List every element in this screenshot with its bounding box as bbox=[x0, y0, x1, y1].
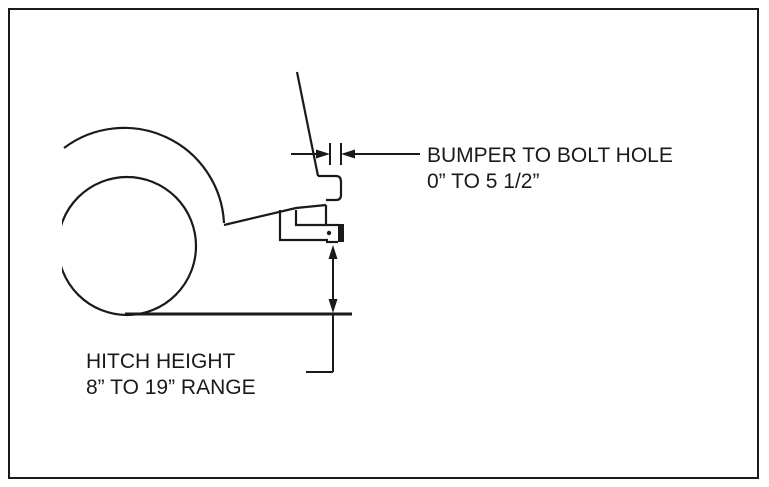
bumper-callout-line1: BUMPER TO BOLT HOLE bbox=[427, 144, 673, 167]
receiver-end-cap bbox=[338, 224, 344, 242]
bolt-hole bbox=[326, 230, 332, 236]
bumper-callout-line2: 0” TO 5 1/2” bbox=[427, 170, 540, 193]
hitch-receiver bbox=[278, 205, 344, 244]
bumper bbox=[318, 174, 343, 202]
hitch-callout-line2: 8” TO 19” RANGE bbox=[86, 376, 256, 399]
bumper-to-bolt-hole-callout: BUMPER TO BOLT HOLE 0” TO 5 1/2” bbox=[427, 143, 673, 195]
bumper-dimension bbox=[291, 143, 420, 165]
vehicle-rear-panel bbox=[295, 71, 320, 177]
hitch-callout-line1: HITCH HEIGHT bbox=[86, 350, 236, 373]
vehicle-frame-line bbox=[223, 203, 327, 227]
tire-circle bbox=[62, 175, 198, 317]
diagram-frame bbox=[8, 8, 759, 479]
tire bbox=[62, 126, 226, 317]
hitch-height-dimension bbox=[306, 245, 338, 373]
fender-arc bbox=[63, 126, 226, 224]
hitch-height-callout: HITCH HEIGHT 8” TO 19” RANGE bbox=[86, 349, 256, 401]
